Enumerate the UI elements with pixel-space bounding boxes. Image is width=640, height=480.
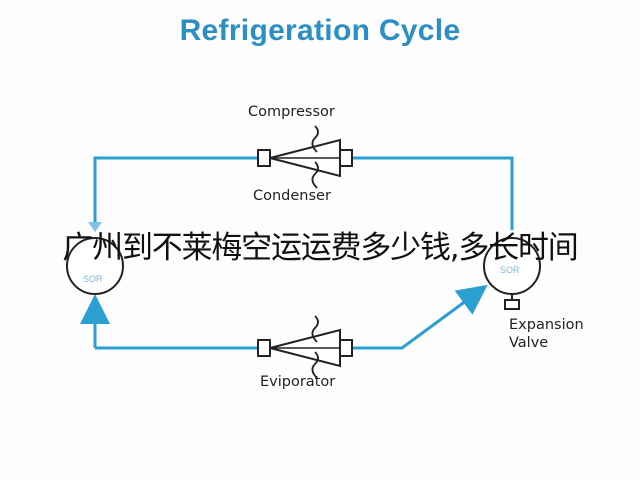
left-down-arrow (88, 222, 102, 232)
compressor-icon (257, 125, 353, 189)
expansion-valve-icon: SOR (483, 237, 541, 310)
expansion-valve-label: Expansion Valve (509, 316, 619, 352)
diagram-title: Refrigeration Cycle (179, 14, 461, 47)
evaporator-label: Eviporator (260, 374, 336, 390)
left-riser-pipe (95, 306, 258, 350)
condenser-label: Condenser (253, 188, 331, 204)
compressor-label: Compressor (248, 104, 335, 120)
top-pipe (93, 156, 514, 230)
evaporator-icon (257, 315, 353, 379)
expansion-label-line1: Expansion (509, 317, 584, 333)
overlay-caption: 广州到不莱梅空运运费多少钱,多长时间 (62, 230, 578, 266)
left-sensor-icon: SOR (66, 237, 124, 295)
left-sensor-label: SOR (83, 274, 103, 284)
bottom-pipe (352, 284, 488, 350)
right-sensor-label: SOR (500, 265, 520, 275)
expansion-label-line2: Valve (509, 335, 549, 351)
